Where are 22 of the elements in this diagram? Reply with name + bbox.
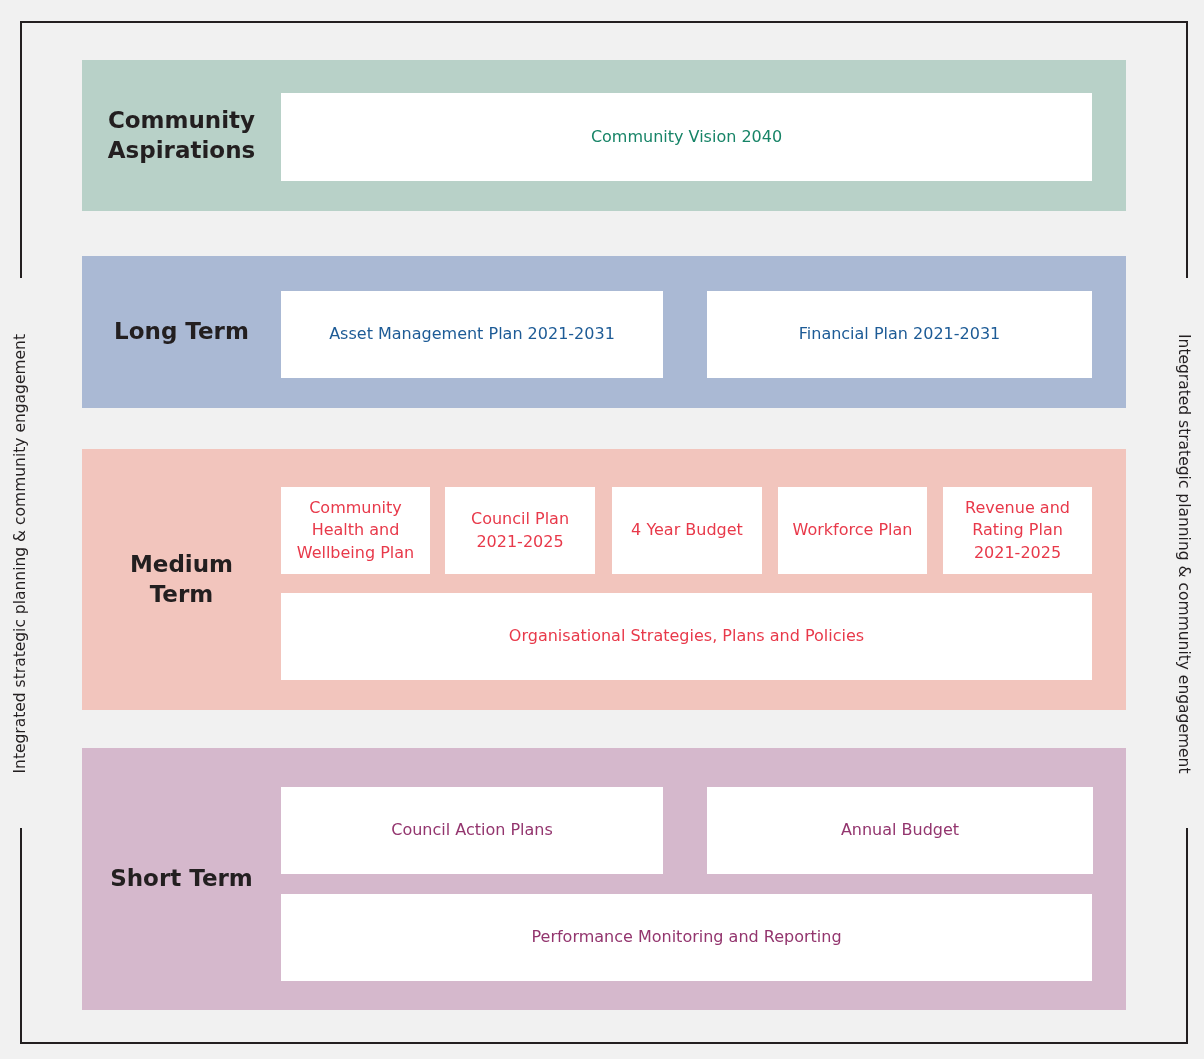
tier-band <box>82 449 1126 710</box>
tier-heading: Community Aspirations <box>106 105 257 165</box>
plan-box: Revenue and Rating Plan 2021-2025 <box>943 487 1092 574</box>
plan-box: Annual Budget <box>707 787 1093 874</box>
tier-heading: Long Term <box>113 317 250 347</box>
plan-box: Asset Management Plan 2021-2031 <box>281 291 663 378</box>
tier-heading: Medium Term <box>128 549 235 609</box>
plan-box: Community Vision 2040 <box>281 93 1092 181</box>
side-caption: Integrated strategic planning & community engagement <box>1175 334 1193 774</box>
plan-box: Council Plan 2021-2025 <box>445 487 595 574</box>
plan-box: Performance Monitoring and Reporting <box>281 894 1092 981</box>
tier-band <box>82 748 1126 1010</box>
plan-box: Workforce Plan <box>778 487 927 574</box>
plan-box: Community Health and Wellbeing Plan <box>281 487 430 574</box>
plan-box: Organisational Strategies, Plans and Policies <box>281 593 1092 680</box>
plan-box: Financial Plan 2021-2031 <box>707 291 1092 378</box>
plan-box: 4 Year Budget <box>612 487 762 574</box>
side-caption: Integrated strategic planning & community engagement <box>11 334 29 774</box>
plan-box: Council Action Plans <box>281 787 663 874</box>
tier-heading: Short Term <box>109 864 254 894</box>
tier-band <box>82 256 1126 408</box>
tier-band <box>82 60 1126 211</box>
